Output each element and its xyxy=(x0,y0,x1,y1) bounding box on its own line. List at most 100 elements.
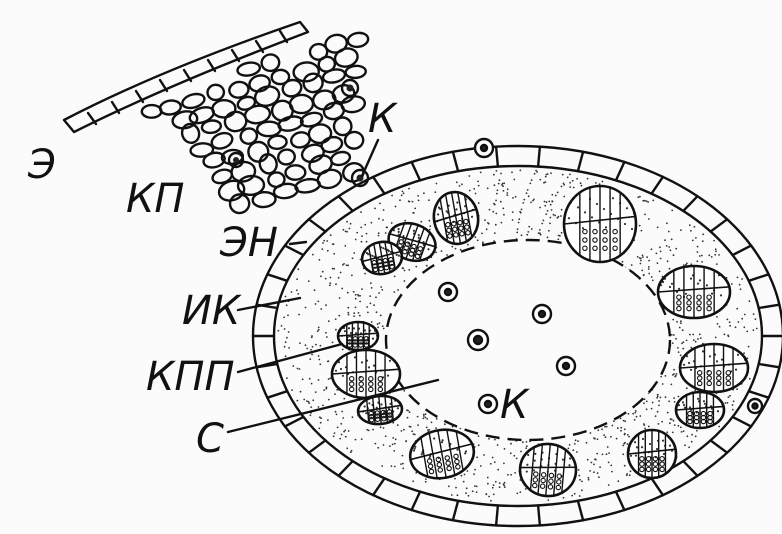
stipple-dot xyxy=(733,400,735,402)
stipple-dot xyxy=(402,468,404,470)
stipple-dot xyxy=(586,442,588,444)
stipple-dot xyxy=(648,273,650,275)
stipple-dot xyxy=(579,495,581,497)
stipple-dot xyxy=(431,422,433,424)
stipple-dot xyxy=(753,329,755,331)
stipple-dot xyxy=(643,424,645,426)
stipple-dot xyxy=(658,405,660,407)
stipple-dot xyxy=(620,418,622,420)
endodermis-cell-wall xyxy=(578,152,583,171)
stipple-dot xyxy=(507,474,509,476)
label-core: С xyxy=(196,416,224,462)
stipple-dot xyxy=(347,312,349,314)
stipple-dot xyxy=(631,264,633,266)
stipple-dot xyxy=(695,237,697,239)
stipple-dot xyxy=(519,491,521,493)
stipple-dot xyxy=(356,232,358,234)
stipple-dot xyxy=(660,397,662,399)
stipple-dot xyxy=(476,456,478,458)
stipple-dot xyxy=(444,423,446,425)
stipple-dot xyxy=(576,451,578,453)
stipple-dot xyxy=(741,278,743,280)
stipple-dot xyxy=(423,417,425,419)
stipple-dot xyxy=(317,330,319,332)
stipple-dot xyxy=(346,264,348,266)
stipple-dot xyxy=(510,474,512,476)
stipple-dot xyxy=(312,346,314,348)
endodermis-cell-wall xyxy=(538,147,540,167)
stipple-dot xyxy=(399,199,401,201)
stipple-dot xyxy=(604,426,606,428)
stipple-dot xyxy=(408,188,410,190)
stipple-dot xyxy=(587,178,589,180)
stipple-dot xyxy=(656,397,658,399)
stipple-dot xyxy=(576,178,578,180)
stipple-dot xyxy=(486,494,488,496)
stipple-dot xyxy=(608,484,610,486)
stipple-dot xyxy=(355,294,357,296)
stipple-dot xyxy=(465,492,467,494)
stipple-dot xyxy=(423,415,425,417)
stipple-dot xyxy=(469,190,471,192)
stipple-dot xyxy=(620,430,622,432)
stipple-dot xyxy=(391,222,393,224)
stipple-dot xyxy=(472,490,474,492)
stipple-dot xyxy=(326,240,328,242)
stipple-dot xyxy=(425,481,427,483)
stipple-dot xyxy=(695,341,697,343)
stipple-dot xyxy=(487,222,489,224)
stipple-dot xyxy=(724,333,726,335)
stipple-dot xyxy=(511,171,513,173)
stipple-dot xyxy=(492,487,494,489)
stipple-dot xyxy=(748,346,750,348)
stipple-dot xyxy=(403,390,405,392)
stipple-dot xyxy=(648,218,650,220)
stipple-dot xyxy=(679,327,681,329)
stipple-dot xyxy=(746,331,748,333)
stipple-dot xyxy=(451,494,453,496)
stipple-dot xyxy=(353,252,355,254)
stipple-dot xyxy=(718,254,720,256)
stipple-dot xyxy=(581,489,583,491)
stipple-dot xyxy=(523,199,525,201)
vascular-bundle xyxy=(337,322,378,350)
stipple-dot xyxy=(513,179,515,181)
stipple-dot xyxy=(330,234,332,236)
stipple-dot xyxy=(373,304,375,306)
stipple-dot xyxy=(493,494,495,496)
stipple-dot xyxy=(320,308,322,310)
stipple-dot xyxy=(339,438,341,440)
stipple-dot xyxy=(296,278,298,280)
stipple-dot xyxy=(457,494,459,496)
stipple-dot xyxy=(359,301,361,303)
stipple-dot xyxy=(554,215,556,217)
stipple-dot xyxy=(557,192,559,194)
stipple-dot xyxy=(410,426,412,428)
stipple-dot xyxy=(519,169,521,171)
stipple-dot xyxy=(525,488,527,490)
stipple-dot xyxy=(545,174,547,176)
stipple-dot xyxy=(488,496,490,498)
stipple-dot xyxy=(446,254,448,256)
label-crystal-cells-center: К xyxy=(500,382,530,428)
stipple-dot xyxy=(640,263,642,265)
stipple-dot xyxy=(687,435,689,437)
stipple-dot xyxy=(441,250,443,252)
stipple-dot xyxy=(680,426,682,428)
stipple-dot xyxy=(391,465,393,467)
stipple-dot xyxy=(455,248,457,250)
stipple-dot xyxy=(504,486,506,488)
stipple-dot xyxy=(495,200,497,202)
stipple-dot xyxy=(403,429,405,431)
stipple-dot xyxy=(526,192,528,194)
stipple-dot xyxy=(322,271,324,273)
stipple-dot xyxy=(417,416,419,418)
parenchyma-cell xyxy=(308,123,332,144)
stipple-dot xyxy=(343,229,345,231)
endodermis-cell-wall xyxy=(412,162,420,180)
stipple-dot xyxy=(389,445,391,447)
stipple-dot xyxy=(297,400,299,402)
stipple-dot xyxy=(692,334,694,336)
stipple-dot xyxy=(346,447,348,449)
stipple-dot xyxy=(697,246,699,248)
